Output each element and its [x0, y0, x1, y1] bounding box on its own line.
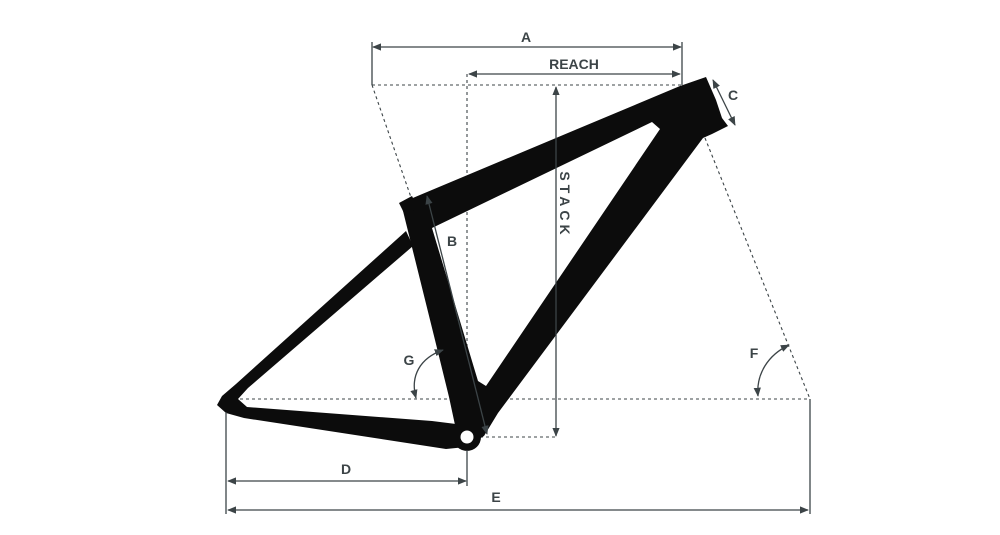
- label-d: D: [341, 461, 351, 477]
- bike-frame: [217, 77, 728, 451]
- label-a: A: [521, 29, 531, 45]
- label-c: C: [728, 87, 738, 103]
- label-stack: STACK: [557, 171, 573, 238]
- seat-tube-top: [399, 196, 418, 215]
- label-f: F: [750, 345, 759, 361]
- dimension-lines: [225, 42, 811, 514]
- head-angle-guide: [704, 137, 811, 400]
- dimension-labels: A REACH C STACK B G F D E: [341, 29, 759, 505]
- label-b: B: [447, 233, 457, 249]
- label-g: G: [404, 352, 415, 368]
- c-dimension-line: [712, 79, 736, 126]
- bottom-bracket-bore: [460, 430, 474, 444]
- label-e: E: [491, 489, 500, 505]
- b-dimension-line: [425, 195, 489, 435]
- seat-angle-guide: [371, 84, 415, 207]
- label-reach: REACH: [549, 56, 599, 72]
- g-angle-arc: [410, 349, 444, 399]
- main-triangle: [401, 77, 728, 447]
- f-angle-arc: [753, 344, 790, 397]
